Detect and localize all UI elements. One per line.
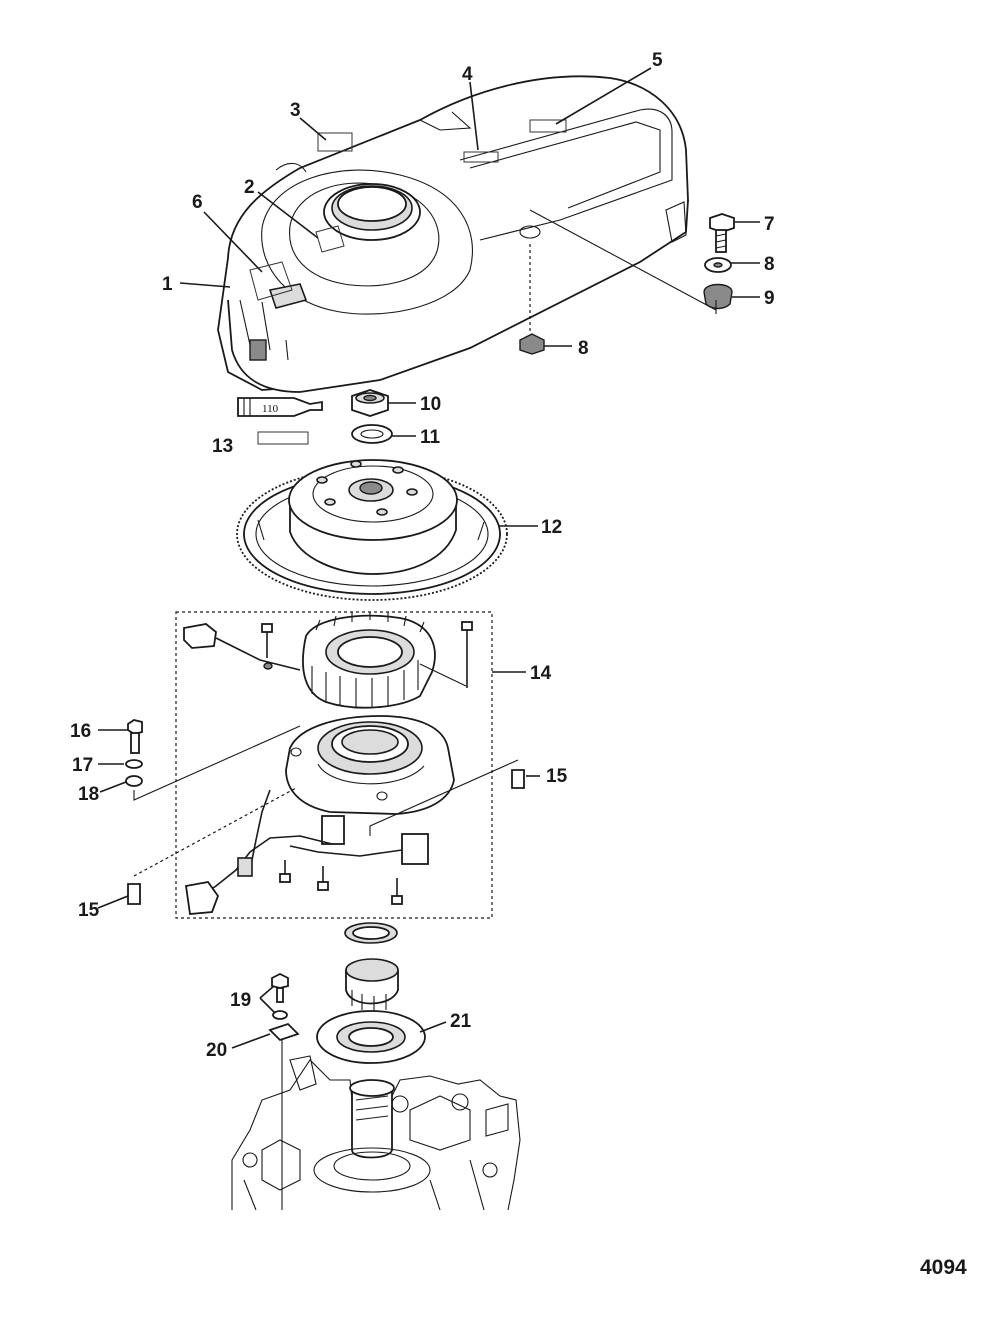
callout-12: 12 xyxy=(541,517,562,538)
figure-number: 4094 xyxy=(920,1256,967,1279)
callout-14: 14 xyxy=(530,663,552,684)
callout-2: 2 xyxy=(244,177,255,198)
stator-lead xyxy=(183,623,301,671)
callout-5: 5 xyxy=(652,50,663,71)
decal-4 xyxy=(463,151,499,163)
hardware-16-17-18 xyxy=(125,719,301,801)
callout-21: 21 xyxy=(450,1011,472,1032)
cover-hardware xyxy=(519,209,735,355)
decal-6 xyxy=(249,261,293,301)
callout-1: 1 xyxy=(162,274,173,295)
crankshaft-bearing-parts xyxy=(344,922,399,1012)
assembly-14-outline xyxy=(175,611,493,919)
callout-3: 3 xyxy=(290,100,301,121)
stator-screws xyxy=(261,621,473,688)
callout-10: 10 xyxy=(420,394,441,415)
trigger-plate xyxy=(285,715,455,865)
callout-8-bottom: 8 xyxy=(578,338,589,359)
flywheel xyxy=(236,459,508,601)
powerhead-block xyxy=(231,1055,521,1211)
callout-11: 11 xyxy=(420,427,441,448)
decal-2 xyxy=(315,225,345,253)
lubricant-tube: 110 xyxy=(237,397,323,417)
callout-17: 17 xyxy=(72,755,93,776)
tube-label: 110 xyxy=(262,403,279,415)
sleeve-15-left xyxy=(127,787,297,905)
decal-set xyxy=(249,119,567,301)
callout-6: 6 xyxy=(192,192,203,213)
trigger-screws xyxy=(279,860,403,905)
callout-15-left: 15 xyxy=(78,900,100,921)
callout-19: 19 xyxy=(230,990,251,1011)
flywheel-nut-10 xyxy=(351,389,389,417)
callout-13: 13 xyxy=(212,436,233,457)
sleeve-15-right xyxy=(369,759,525,836)
decal-5 xyxy=(529,119,567,133)
stator xyxy=(302,612,436,709)
decal-3 xyxy=(317,132,353,152)
flywheel-cover xyxy=(217,75,689,393)
callout-15-right: 15 xyxy=(546,766,568,787)
callout-4: 4 xyxy=(462,64,473,85)
clip-20 xyxy=(268,1022,300,1210)
callout-8-top: 8 xyxy=(764,254,775,275)
callout-20: 20 xyxy=(206,1040,227,1061)
plate-21 xyxy=(316,1010,426,1064)
callout-7: 7 xyxy=(764,214,775,235)
leader-lines xyxy=(97,67,760,1049)
trigger-harness xyxy=(184,789,403,915)
screw-7 xyxy=(709,213,735,253)
callout-16: 16 xyxy=(70,721,91,742)
screw-washer-19 xyxy=(271,972,289,1020)
washer-11 xyxy=(351,424,393,444)
decal-13 xyxy=(257,431,309,445)
callout-labels: 1 2 3 4 5 6 7 8 8 9 10 11 12 13 14 15 15… xyxy=(70,50,775,1061)
callout-18: 18 xyxy=(78,784,99,805)
callout-9: 9 xyxy=(764,288,775,309)
washer-8-bottom xyxy=(519,333,545,355)
grommet-9 xyxy=(703,283,733,310)
